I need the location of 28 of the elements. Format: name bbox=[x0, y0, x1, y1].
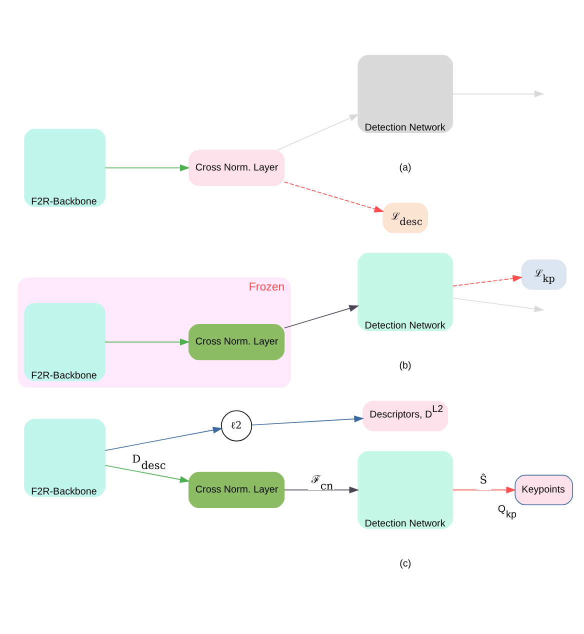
node-box: Keypoints bbox=[514, 474, 574, 506]
arrow bbox=[284, 182, 384, 212]
arrow bbox=[104, 464, 190, 483]
arrow bbox=[284, 486, 360, 494]
arrow bbox=[277, 114, 360, 151]
node-box: Cross Norm. Layer bbox=[188, 150, 285, 186]
label: (b) bbox=[399, 360, 412, 372]
arrow bbox=[252, 416, 364, 426]
arrow bbox=[104, 164, 190, 172]
node-circle: ℓ2 bbox=[220, 410, 252, 442]
arrow bbox=[452, 486, 516, 494]
node-box: F2R-Backbone bbox=[24, 128, 106, 207]
arrow bbox=[104, 338, 190, 346]
node-box: F2R-Backbone bbox=[24, 303, 106, 382]
node-box: Detection Network bbox=[358, 252, 454, 331]
label: (a) bbox=[399, 162, 412, 174]
label: (c) bbox=[400, 558, 412, 570]
node-box: Detection Network bbox=[358, 450, 454, 529]
arrow bbox=[104, 426, 223, 451]
edge-label: Ŝ bbox=[480, 474, 488, 487]
node-box: F2R-Backbone bbox=[24, 418, 106, 497]
arrow bbox=[452, 90, 544, 98]
node-box: Cross Norm. Layer bbox=[188, 472, 285, 508]
node-box: Detection Network bbox=[358, 54, 454, 133]
node-box: Cross Norm. Layer bbox=[188, 324, 285, 360]
arrow bbox=[284, 305, 360, 328]
arrow bbox=[452, 275, 523, 286]
arrow bbox=[452, 298, 544, 312]
